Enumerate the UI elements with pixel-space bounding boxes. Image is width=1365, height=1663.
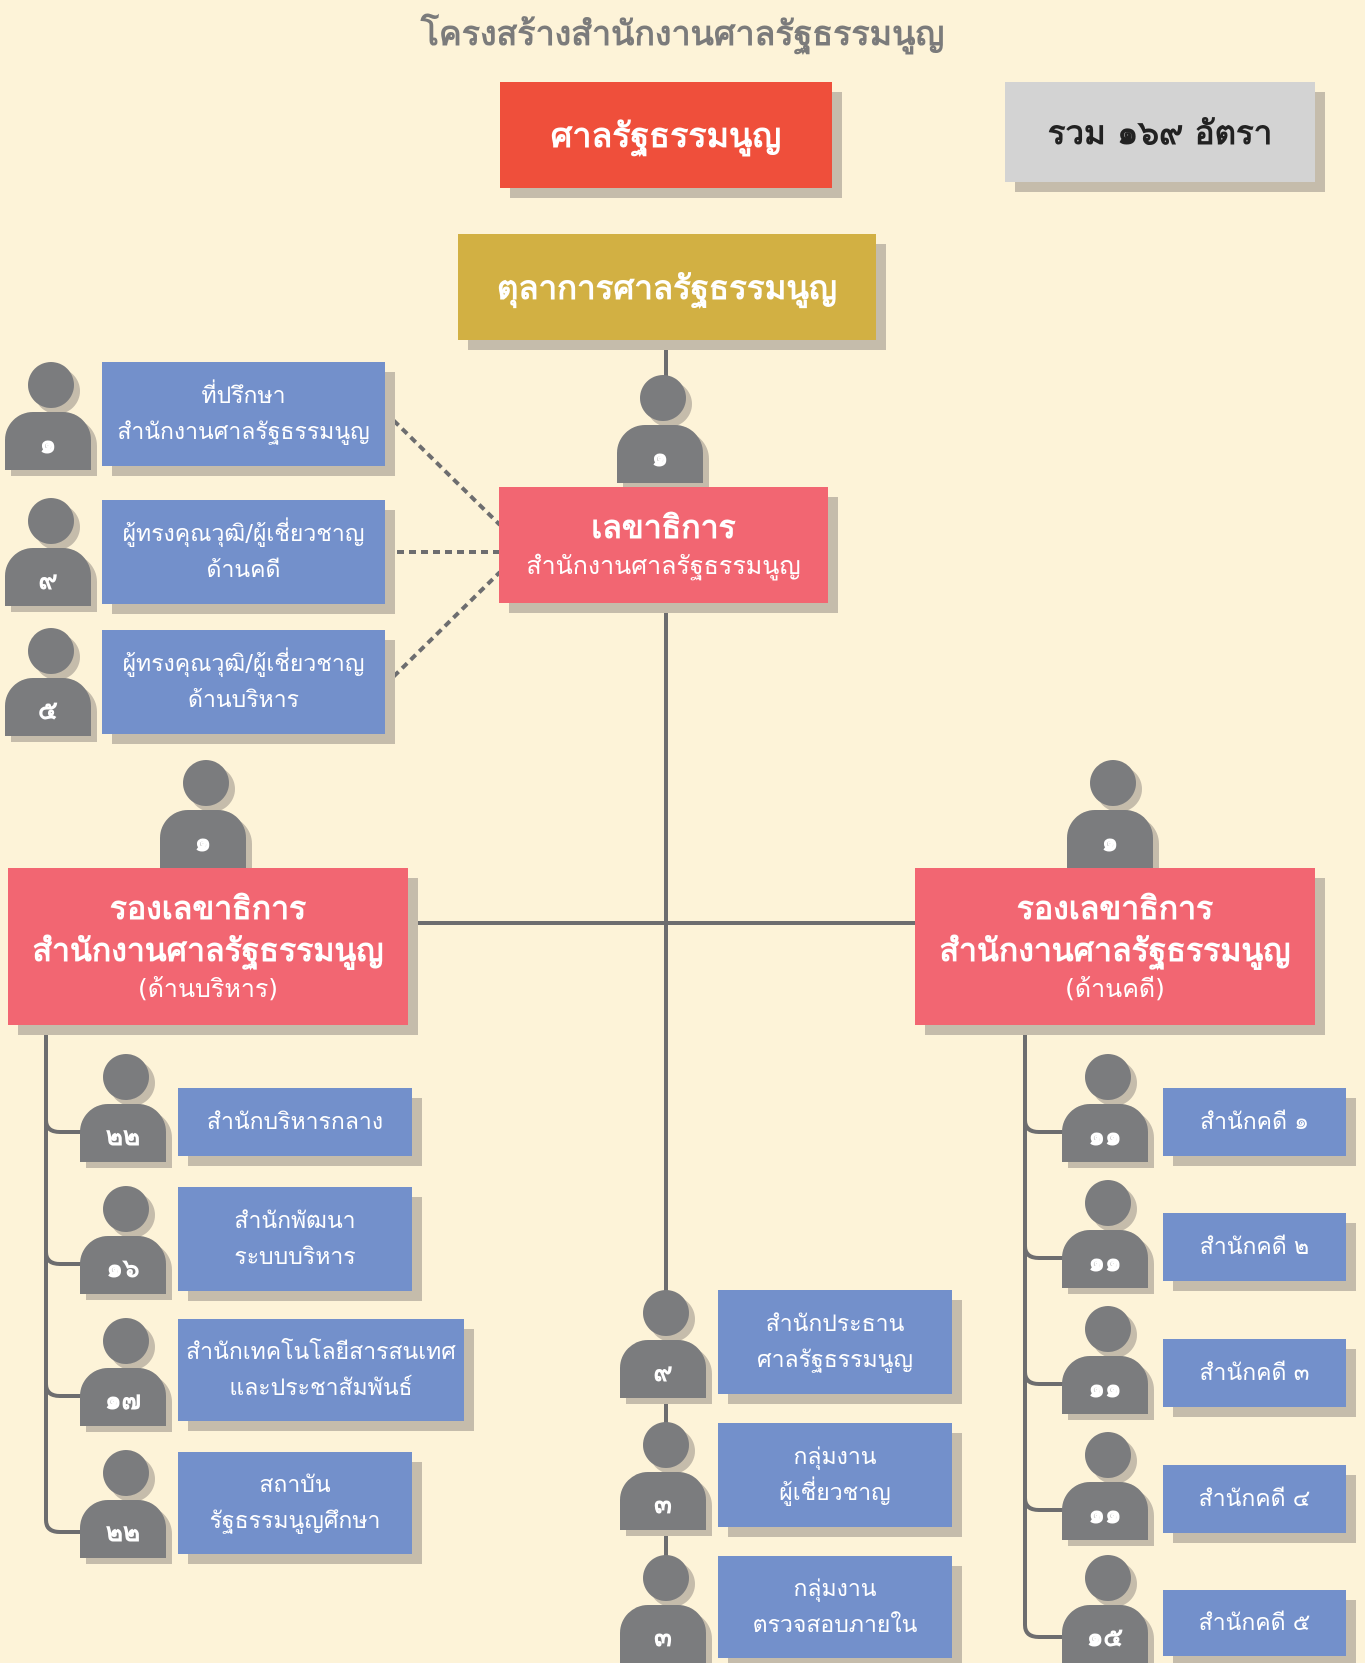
headcount: ๓	[654, 1490, 672, 1520]
deputy-case-box: รองเลขาธิการ สำนักงานศาลรัฐธรรมนูญ (ด้าน…	[915, 868, 1315, 1025]
deputy-note: (ด้านคดี)	[1065, 973, 1165, 1003]
admin-expert-box: ผู้ทรงคุณวุฒิ/ผู้เชี่ยวชาญ ด้านบริหาร	[102, 630, 385, 734]
unit-label: ด้านคดี	[206, 557, 281, 583]
person-icon: ๑๑	[1062, 1432, 1154, 1540]
headcount: ๒๒	[105, 1518, 141, 1548]
headcount: ๙	[653, 1358, 673, 1388]
unit-label: สถาบัน	[259, 1472, 331, 1498]
person-icon: ๓	[620, 1422, 712, 1530]
unit-label: ตรวจสอบภายใน	[752, 1612, 918, 1638]
unit-label: สำนักคดี ๕	[1198, 1610, 1311, 1636]
central-unit-box: กลุ่มงาน ตรวจสอบภายใน	[718, 1556, 952, 1658]
unit-label: สำนักเทคโนโลยีสารสนเทศ	[186, 1339, 456, 1365]
unit-label: กลุ่มงาน	[793, 1576, 877, 1602]
person-icon: ๑๑	[1062, 1306, 1154, 1414]
advisor-box: ที่ปรึกษา สำนักงานศาลรัฐธรรมนูญ	[102, 362, 385, 466]
person-icon: ๑๕	[1062, 1555, 1154, 1663]
unit-label: ผู้ทรงคุณวุฒิ/ผู้เชี่ยวชาญ	[122, 521, 365, 547]
admin-unit-box: สถาบัน รัฐธรรมนูญศึกษา	[178, 1452, 412, 1554]
headcount: ๑๑	[1088, 1374, 1122, 1404]
unit-label: สำนักคดี ๑	[1200, 1109, 1309, 1135]
person-icon: ๕	[5, 628, 97, 736]
total-box: รวม ๑๖๙ อัตรา	[1005, 82, 1315, 182]
admin-unit-box: สำนักเทคโนโลยีสารสนเทศ และประชาสัมพันธ์	[178, 1319, 464, 1421]
unit-label: กลุ่มงาน	[793, 1444, 877, 1470]
person-icon: ๑๑	[1062, 1054, 1154, 1162]
advisor-link-3	[383, 570, 502, 687]
secretary-general-box: เลขาธิการ สำนักงานศาลรัฐธรรมนูญ	[499, 487, 828, 603]
headcount: ๑	[39, 430, 57, 460]
case-unit-box: สำนักคดี ๓	[1163, 1339, 1346, 1407]
secretary-general-title: เลขาธิการ	[591, 508, 736, 546]
deputy-subtitle: สำนักงานศาลรัฐธรรมนูญ	[939, 930, 1291, 969]
court-label: ศาลรัฐธรรมนูญ	[550, 116, 782, 156]
unit-label: สำนักคดี ๒	[1199, 1234, 1310, 1260]
unit-label: ศาลรัฐธรรมนูญ	[757, 1347, 913, 1373]
admin-unit-box: สำนักบริหารกลาง	[178, 1088, 412, 1156]
deputy-admin-box: รองเลขาธิการ สำนักงานศาลรัฐธรรมนูญ (ด้าน…	[8, 868, 408, 1025]
headcount: ๒๒	[105, 1122, 141, 1152]
unit-label: สำนักงานศาลรัฐธรรมนูญ	[117, 419, 370, 445]
deputy-note: (ด้านบริหาร)	[137, 973, 279, 1003]
page-title: โครงสร้างสำนักงานศาลรัฐธรรมนูญ	[420, 14, 945, 54]
headcount: ๑๑	[1088, 1500, 1122, 1530]
unit-label: ระบบบริหาร	[234, 1244, 356, 1270]
case-unit-box: สำนักคดี ๒	[1163, 1213, 1346, 1281]
case-expert-box: ผู้ทรงคุณวุฒิ/ผู้เชี่ยวชาญ ด้านคดี	[102, 500, 385, 604]
central-unit-box: สำนักประธาน ศาลรัฐธรรมนูญ	[718, 1290, 952, 1394]
secretary-general-subtitle: สำนักงานศาลรัฐธรรมนูญ	[526, 551, 801, 580]
headcount: ๑	[1101, 828, 1119, 858]
unit-label: ผู้เชี่ยวชาญ	[779, 1480, 891, 1506]
central-unit-box: กลุ่มงาน ผู้เชี่ยวชาญ	[718, 1423, 952, 1527]
unit-label: ด้านบริหาร	[188, 687, 299, 713]
unit-label: และประชาสัมพันธ์	[229, 1375, 413, 1401]
case-unit-box: สำนักคดี ๔	[1163, 1465, 1346, 1533]
unit-label: สำนักคดี ๔	[1198, 1486, 1311, 1512]
deputy-subtitle: สำนักงานศาลรัฐธรรมนูญ	[32, 930, 384, 969]
unit-label: สำนักประธาน	[765, 1311, 905, 1337]
case-branch-line	[1023, 1025, 1068, 1639]
person-icon: ๑๗	[80, 1318, 172, 1426]
unit-label: สำนักบริหารกลาง	[206, 1109, 384, 1135]
judges-box: ตุลาการศาลรัฐธรรมนูญ	[458, 234, 876, 340]
person-icon: ๑	[617, 375, 709, 483]
headcount: ๑๑	[1088, 1122, 1122, 1152]
headcount: ๑๑	[1088, 1248, 1122, 1278]
person-icon: ๑	[5, 362, 97, 470]
headcount: ๑๖	[106, 1254, 140, 1284]
person-icon: ๑๑	[1062, 1180, 1154, 1288]
headcount: ๕	[38, 696, 58, 726]
advisor-link-1	[383, 410, 502, 527]
unit-label: สำนักคดี ๓	[1199, 1360, 1310, 1386]
person-icon: ๒๒	[80, 1450, 172, 1558]
total-label: รวม ๑๖๙ อัตรา	[1047, 112, 1273, 152]
deputy-title: รองเลขาธิการ	[1016, 888, 1214, 927]
case-unit-box: สำนักคดี ๕	[1163, 1590, 1346, 1656]
admin-unit-box: สำนักพัฒนา ระบบบริหาร	[178, 1187, 412, 1291]
person-icon: ๙	[5, 498, 97, 606]
unit-label: ที่ปรึกษา	[201, 383, 286, 409]
case-unit-box: สำนักคดี ๑	[1163, 1088, 1346, 1156]
court-box: ศาลรัฐธรรมนูญ	[500, 82, 832, 188]
unit-label: สำนักพัฒนา	[234, 1208, 356, 1234]
judges-label: ตุลาการศาลรัฐธรรมนูญ	[496, 267, 838, 307]
admin-branch-line	[44, 1025, 88, 1534]
deputy-title: รองเลขาธิการ	[109, 888, 307, 927]
headcount: ๙	[38, 566, 58, 596]
person-icon: ๑๖	[80, 1186, 172, 1294]
unit-label: รัฐธรรมนูญศึกษา	[209, 1508, 381, 1534]
headcount: ๑	[651, 443, 669, 473]
headcount: ๑๗	[104, 1386, 142, 1416]
headcount: ๓	[654, 1623, 672, 1653]
unit-label: ผู้ทรงคุณวุฒิ/ผู้เชี่ยวชาญ	[122, 651, 365, 677]
person-icon: ๒๒	[80, 1054, 172, 1162]
person-icon: ๙	[620, 1290, 712, 1398]
person-icon: ๑	[1067, 760, 1159, 868]
headcount: ๑	[194, 828, 212, 858]
headcount: ๑๕	[1086, 1623, 1124, 1653]
person-icon: ๑	[160, 760, 252, 868]
person-icon: ๓	[620, 1555, 712, 1663]
